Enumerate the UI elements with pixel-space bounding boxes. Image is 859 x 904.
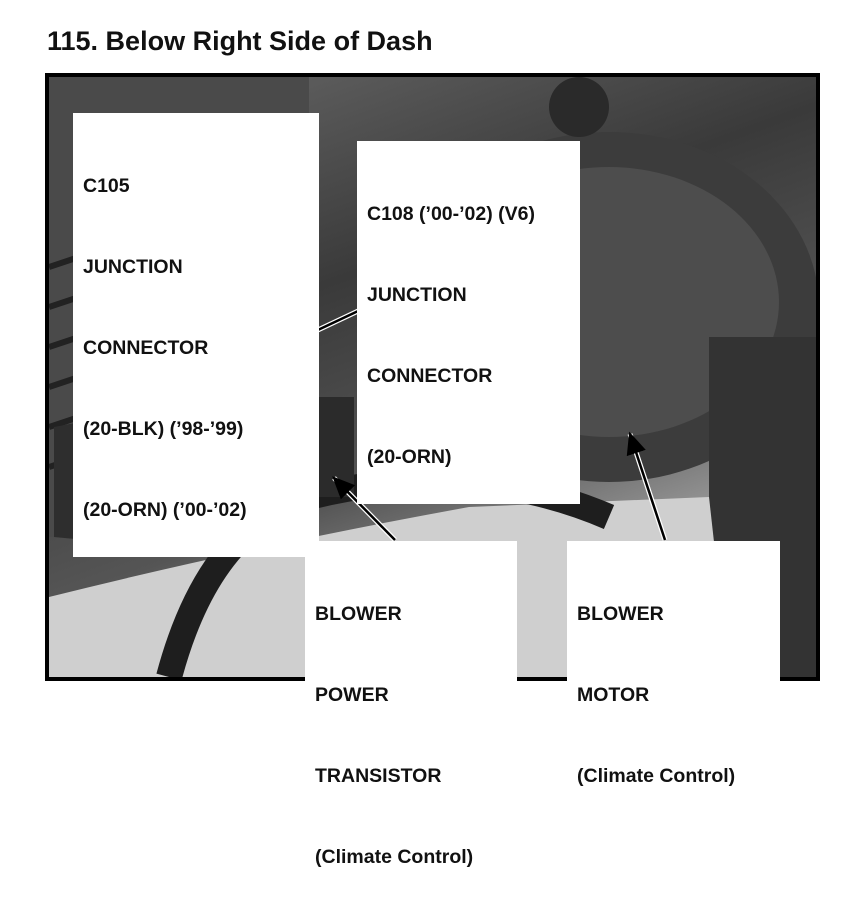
callout-line: CONNECTOR [367, 365, 493, 387]
callout-line: CONNECTOR [83, 337, 209, 359]
callout-line: BLOWER [577, 603, 664, 625]
callout-line: (Climate Control) [315, 846, 474, 868]
callout-line: (20-BLK) (’98-’99) [83, 418, 244, 440]
page-title: 115. Below Right Side of Dash [47, 26, 433, 56]
callout-line: POWER [315, 684, 389, 706]
callout-blower-power-transistor: BLOWER POWER TRANSISTOR (Climate Control… [305, 541, 517, 904]
callout-blower-motor: BLOWER MOTOR (Climate Control) [567, 541, 780, 823]
callout-line: JUNCTION [367, 284, 467, 306]
callout-line: (20-ORN) (’00-’02) [83, 499, 247, 521]
callout-line: (Climate Control) [577, 765, 736, 787]
callout-line: (20-ORN) [367, 446, 452, 468]
callout-c108: C108 (’00-’02) (V6) JUNCTION CONNECTOR (… [357, 141, 580, 504]
callout-c105: C105 JUNCTION CONNECTOR (20-BLK) (’98-’9… [73, 113, 319, 557]
callout-line: C105 [83, 175, 130, 197]
callout-line: MOTOR [577, 684, 650, 706]
callout-line: BLOWER [315, 603, 402, 625]
callout-line: C108 (’00-’02) (V6) [367, 203, 535, 225]
callout-line: JUNCTION [83, 256, 183, 278]
callout-line: TRANSISTOR [315, 765, 442, 787]
